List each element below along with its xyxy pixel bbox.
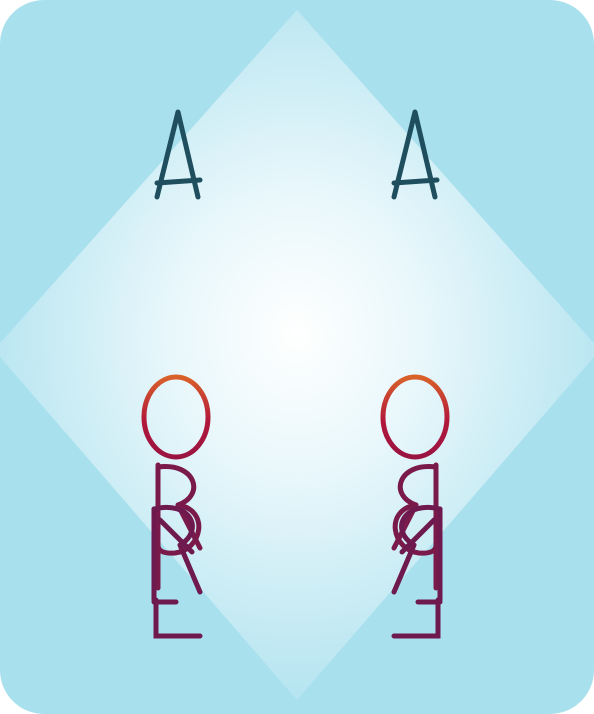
letter-column-left: A T O R R E bbox=[100, 0, 260, 714]
letter-glyphs-right bbox=[380, 109, 450, 639]
glyph-o-right bbox=[380, 374, 450, 460]
glyph-r2-right bbox=[391, 504, 443, 603]
glyph-a-left bbox=[154, 109, 203, 200]
letter-column-right: A T O R R E bbox=[336, 0, 496, 714]
glyph-r2-left bbox=[151, 504, 203, 603]
glyph-t-left bbox=[152, 241, 205, 331]
glyph-a-right bbox=[391, 109, 440, 200]
glyph-e-left bbox=[151, 597, 203, 639]
glyph-e-right bbox=[391, 597, 443, 639]
glyph-t-right bbox=[389, 241, 442, 331]
letter-glyphs-left bbox=[141, 109, 211, 639]
glyph-o-left bbox=[141, 374, 211, 460]
